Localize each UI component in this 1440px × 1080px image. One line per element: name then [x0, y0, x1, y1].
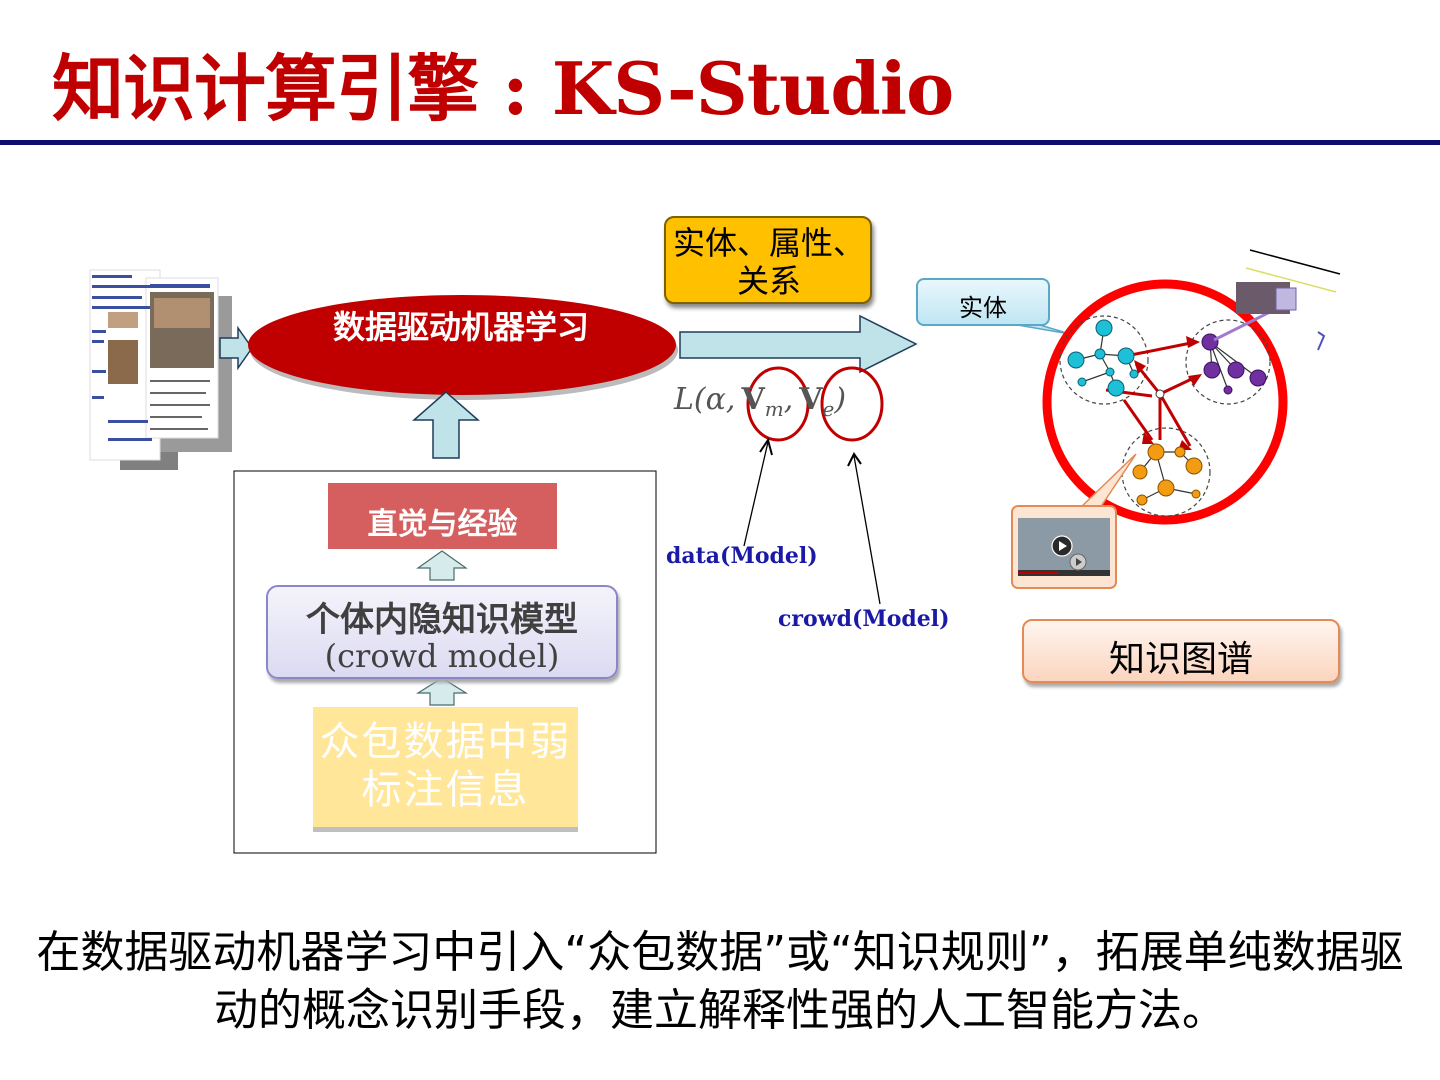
footer-text: 在数据驱动机器学习中引入“众包数据”或“知识规则”，拓展单纯数据驱动的概念识别手…	[36, 927, 1404, 1036]
crowd-model-subtitle: (crowd model)	[324, 637, 560, 675]
crowd-model-title: 个体内隐知识模型	[306, 600, 578, 640]
crowd-data-box	[313, 707, 578, 827]
formula-alpha: α	[705, 382, 726, 417]
crowd-model-label: crowd(Model)	[778, 606, 950, 632]
data-pointer-head-icon	[759, 437, 773, 456]
entity-attr-rel-label: 实体、属性、关系	[672, 224, 865, 300]
formula-ve-sub: e	[822, 397, 835, 421]
web-documents-image	[89, 269, 232, 470]
entity-callout-label: 实体	[959, 294, 1007, 322]
output-arrow-icon	[679, 314, 918, 374]
title-rule	[0, 140, 1440, 145]
data-pointer-line	[743, 441, 769, 547]
intuition-box	[328, 483, 557, 549]
slide-title: 知识计算引擎 : KS-Studio	[52, 46, 954, 131]
crowd-pointer-line	[853, 455, 881, 605]
video-thumbnail	[1011, 453, 1137, 589]
vm-highlight-circle	[746, 366, 810, 442]
entity-attr-rel-box	[664, 216, 872, 304]
input-arrow-icon	[219, 325, 253, 371]
ve-highlight-circle	[820, 366, 884, 442]
stack-arrow-2-icon	[415, 677, 469, 706]
loss-formula: L(α, Vm, Ve)	[674, 382, 847, 421]
formula-L: L	[674, 382, 694, 417]
stack-arrow-1-icon	[416, 550, 468, 581]
model-stack-frame	[233, 470, 657, 854]
entity-callout	[916, 278, 1050, 326]
knowledge-graph	[1042, 249, 1341, 525]
data-model-label: data(Model)	[666, 543, 818, 569]
formula-vm-sub: m	[764, 397, 784, 421]
ml-ellipse	[248, 295, 676, 395]
intuition-label: 直觉与经验	[367, 507, 518, 542]
ml-ellipse-label: 数据驱动机器学习	[332, 308, 589, 346]
knowledge-graph-label: 知识图谱	[1108, 639, 1253, 680]
up-arrow-icon	[412, 391, 480, 459]
crowd-data-label: 众包数据中弱标注信息	[319, 719, 572, 813]
crowd-model-box	[266, 585, 618, 679]
crowd-pointer-head-icon	[847, 452, 862, 467]
formula-ve: V	[799, 382, 823, 417]
knowledge-graph-box	[1022, 619, 1340, 683]
formula-vm: V	[741, 382, 765, 417]
